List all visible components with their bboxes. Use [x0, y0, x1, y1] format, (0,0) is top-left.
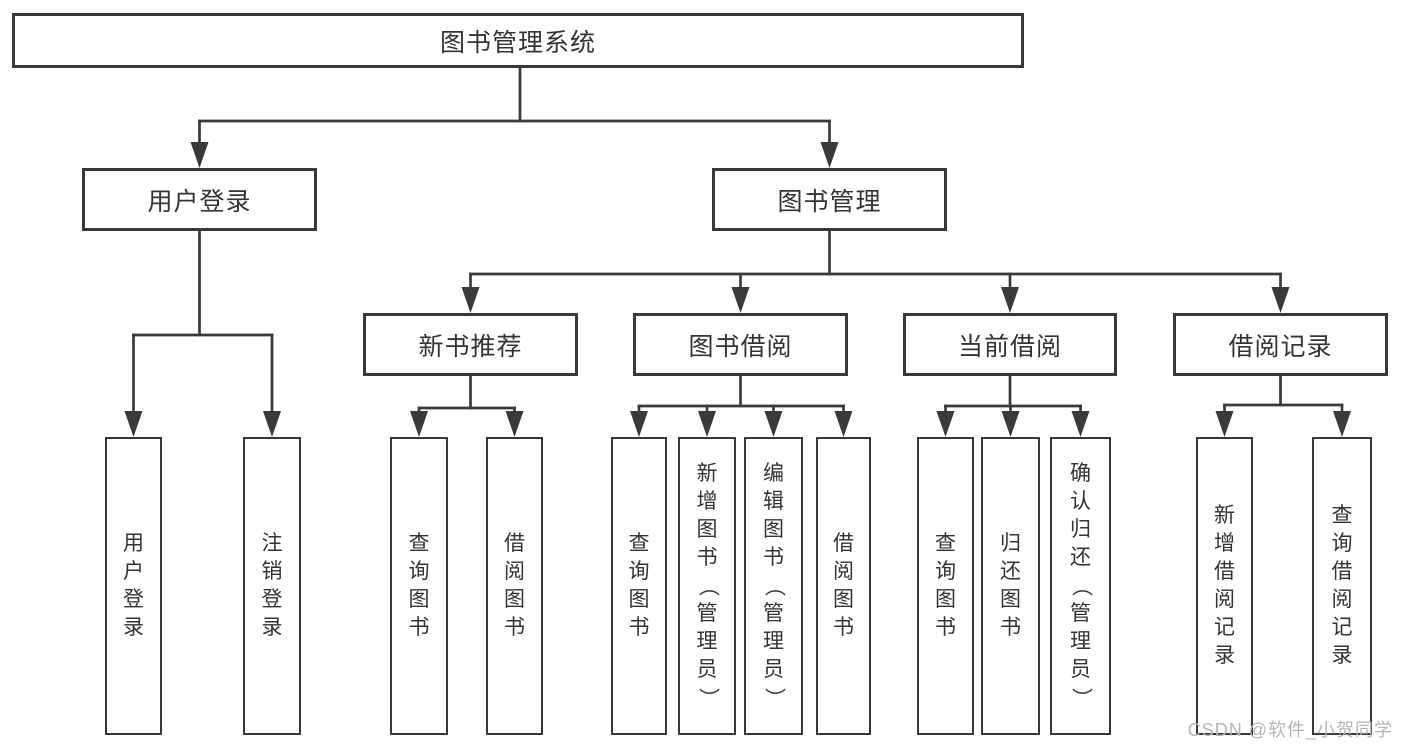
arrowhead-borrow-record — [1271, 287, 1290, 313]
leaf-edit-books-admin-label: 编辑图书（管理员） — [762, 462, 786, 709]
leaf-query-books-3: 查询图书 — [917, 437, 974, 735]
node-current-borrowing: 当前借阅 — [903, 313, 1117, 376]
leaf-user-login: 用户登录 — [105, 437, 162, 735]
edges-new-book — [410, 374, 524, 437]
leaf-return-books-label: 归还图书 — [1000, 532, 1021, 639]
node-book-management: 图书管理 — [712, 168, 947, 231]
arrowhead-leaf-12 — [1215, 411, 1234, 437]
node-borrowing-records-label: 借阅记录 — [1228, 332, 1333, 361]
edges-book-mgmt — [461, 229, 1290, 313]
arrowhead-leaf-10 — [1001, 411, 1020, 437]
leaf-edit-books-admin: 编辑图书（管理员） — [744, 437, 803, 735]
arrowhead-user-login — [190, 142, 209, 168]
leaf-borrow-books-2-label: 借阅图书 — [833, 532, 854, 639]
arrowhead-book-mgmt — [820, 142, 839, 168]
leaf-logout: 注销登录 — [243, 437, 301, 735]
leaf-query-books-2-label: 查询图书 — [628, 532, 650, 639]
edges-root — [190, 66, 839, 168]
node-new-book-recommend: 新书推荐 — [363, 313, 578, 376]
leaf-add-books-admin: 新增图书（管理员） — [678, 437, 736, 735]
arrowhead-book-borrow — [731, 287, 750, 313]
leaf-query-books-1: 查询图书 — [390, 437, 448, 735]
watermark: CSDN @软件_小贺同学 — [1187, 720, 1393, 740]
leaf-add-borrow-record: 新增借阅记录 — [1196, 437, 1253, 735]
leaf-logout-label: 注销登录 — [261, 532, 283, 639]
node-library-system-label: 图书管理系统 — [439, 28, 596, 57]
node-current-borrowing-label: 当前借阅 — [957, 332, 1062, 361]
node-library-system: 图书管理系统 — [12, 13, 1024, 68]
node-book-management-label: 图书管理 — [777, 187, 882, 216]
node-user-login-label: 用户登录 — [147, 187, 252, 216]
node-new-book-recommend-label: 新书推荐 — [418, 332, 523, 361]
leaf-borrow-books-1-label: 借阅图书 — [504, 532, 525, 639]
arrowhead-leaf-5 — [630, 411, 648, 437]
edges-user-login — [124, 229, 281, 437]
arrowhead-leaf-1 — [124, 411, 143, 437]
arrowhead-leaf-9 — [936, 411, 955, 437]
leaf-return-books: 归还图书 — [981, 437, 1040, 735]
arrowhead-current-borrow — [1001, 287, 1019, 313]
node-book-borrowing: 图书借阅 — [633, 313, 848, 376]
arrowhead-leaf-3 — [410, 411, 428, 437]
node-book-borrowing-label: 图书借阅 — [688, 332, 793, 361]
arrowhead-leaf-13 — [1333, 411, 1351, 437]
leaf-query-books-3-label: 查询图书 — [935, 532, 956, 639]
arrowhead-leaf-11 — [1071, 411, 1090, 437]
leaf-add-books-admin-label: 新增图书（管理员） — [696, 462, 719, 709]
leaf-user-login-label: 用户登录 — [123, 532, 144, 639]
node-user-login: 用户登录 — [82, 168, 317, 231]
edges-current-borrow — [936, 374, 1090, 437]
leaf-borrow-books-2: 借阅图书 — [816, 437, 871, 735]
leaf-confirm-return-admin-label: 确认归还（管理员） — [1069, 462, 1093, 709]
leaf-add-borrow-record-label: 新增借阅记录 — [1214, 504, 1235, 667]
arrowhead-leaf-7 — [764, 411, 783, 437]
leaf-confirm-return-admin: 确认归还（管理员） — [1050, 437, 1111, 735]
arrowhead-new-book — [461, 287, 480, 313]
arrowhead-leaf-8 — [834, 411, 853, 437]
leaf-query-borrow-record-label: 查询借阅记录 — [1331, 504, 1353, 667]
leaf-query-books-2: 查询图书 — [611, 437, 667, 735]
leaf-borrow-books-1: 借阅图书 — [486, 437, 543, 735]
arrowhead-leaf-4 — [505, 411, 524, 437]
arrowhead-leaf-2 — [263, 411, 281, 437]
edges-book-borrow — [630, 374, 853, 437]
leaf-query-books-1-label: 查询图书 — [408, 532, 430, 639]
leaf-query-borrow-record: 查询借阅记录 — [1312, 437, 1372, 735]
node-borrowing-records: 借阅记录 — [1173, 313, 1388, 376]
edges-borrow-record — [1215, 374, 1351, 437]
arrowhead-leaf-6 — [698, 411, 716, 437]
